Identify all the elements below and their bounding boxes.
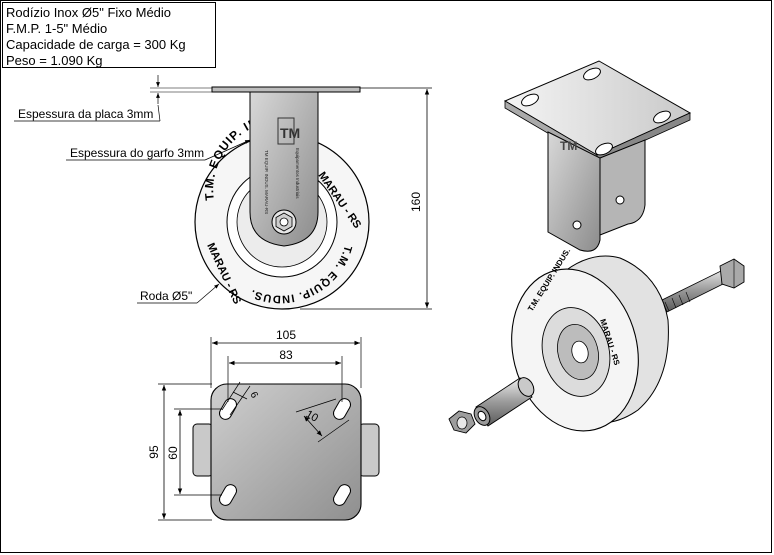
slot-width-dimension: 6 xyxy=(221,381,260,416)
product-code: F.M.P. 1-5" Médio xyxy=(6,21,108,36)
mount-slots xyxy=(219,398,351,506)
height-value: 160 xyxy=(409,192,423,212)
spec-title-block: Rodízio Inox Ø5" Fixo Médio F.M.P. 1-5" … xyxy=(2,2,216,68)
fork-thickness-callout: Espessura do garfo 3mm xyxy=(66,139,251,161)
tm-logo xyxy=(277,117,295,145)
product-title: Rodízio Inox Ø5" Fixo Médio xyxy=(6,5,172,20)
top-view xyxy=(192,383,380,521)
hole-spacing-y-dimension: 60 xyxy=(166,408,222,496)
slot-length-value: 10 xyxy=(304,408,321,425)
fork-edge-right xyxy=(358,423,380,477)
hole-spacing-x-dimension: 83 xyxy=(227,348,343,402)
fork xyxy=(249,91,319,247)
iso-axle-bolt xyxy=(661,258,745,313)
plate-thickness-label: Espessura da placa 3mm xyxy=(18,107,153,121)
plate-thickness-callout: Espessura da placa 3mm xyxy=(14,75,212,122)
plate-width-dimension: 105 xyxy=(210,328,362,388)
hole-spacing-y-value: 60 xyxy=(166,446,180,460)
tm-logo-text: TM xyxy=(280,125,300,141)
slot-length-dimension: 10 xyxy=(295,398,350,443)
iso-wheel: T.M. EQUIP. INDUS. MARAU - RS xyxy=(511,247,669,432)
stamp-line-1: TM EQUIP. INDUS. MARAU-RS xyxy=(264,150,269,214)
plate-depth-dimension: 95 xyxy=(147,383,212,521)
iso-spacer-tube xyxy=(473,377,535,427)
iso-hex-nut xyxy=(448,410,476,434)
wheel-callout: Roda Ø5" xyxy=(137,283,220,304)
front-view: T.M. EQUIP. INDUS. MARAU - RS T.M. EQUIP… xyxy=(194,86,370,310)
iso-tm-logo: TM xyxy=(560,139,577,153)
slot-width-value: 6 xyxy=(247,390,260,401)
fork-thickness-label: Espessura do garfo 3mm xyxy=(70,146,204,160)
height-dimension: 160 xyxy=(300,87,432,310)
hole-spacing-x-value: 83 xyxy=(279,348,293,362)
product-weight: Peso = 1.090 Kg xyxy=(6,53,103,68)
fork-edge-left xyxy=(192,423,214,477)
wheel-label: Roda Ø5" xyxy=(140,289,192,303)
plate-width-value: 105 xyxy=(276,328,296,342)
load-capacity: Capacidade de carga = 300 Kg xyxy=(6,37,186,52)
iso-fork-right-leg xyxy=(599,139,646,236)
mount-plate xyxy=(210,383,362,521)
stamp-line-2: Equipamentos Industriais xyxy=(295,148,300,199)
iso-bolt-head xyxy=(719,258,745,289)
top-plate xyxy=(211,86,361,93)
iso-fork-left-leg xyxy=(547,131,601,252)
iso-fork-assembly: TM xyxy=(503,60,692,252)
plate-depth-value: 95 xyxy=(147,445,161,459)
